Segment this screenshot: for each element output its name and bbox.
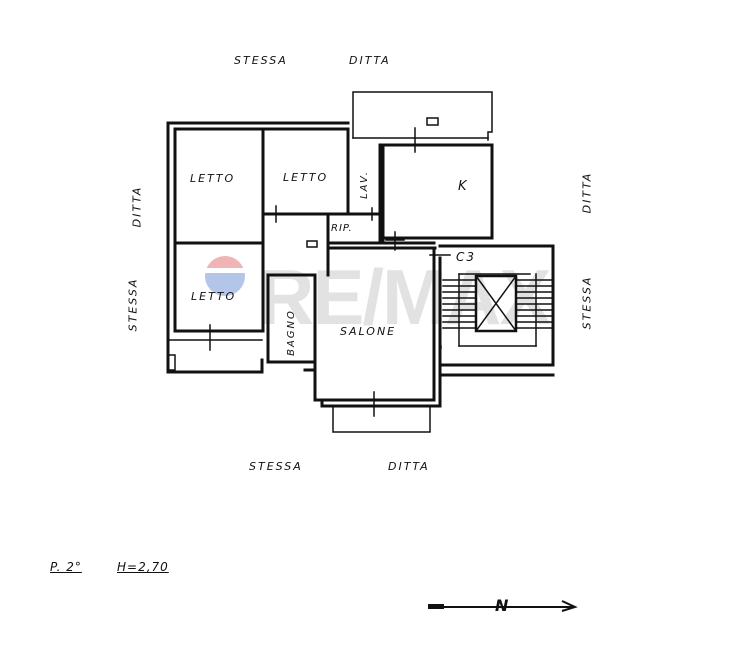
height-label: H=2,70 [117, 560, 169, 574]
room-label-kitchen: K [458, 179, 469, 194]
room-label-c3: C3 [456, 250, 477, 264]
room-label-letto-1: LETTO [190, 172, 236, 185]
room-label-salone: SALONE [340, 325, 397, 338]
room-label-letto-2: LETTO [283, 171, 329, 184]
room-label-letto-3: LETTO [191, 290, 237, 303]
surround-top-stessa: STESSA [234, 54, 288, 67]
watermark-text: RE/MAX [258, 253, 551, 341]
surround-bottom-ditta: DITTA [388, 460, 430, 473]
north-label: N [495, 596, 509, 615]
room-label-rip: RIP. [331, 223, 353, 234]
surround-top-ditta: DITTA [349, 54, 391, 67]
surround-bottom-stessa: STESSA [249, 460, 303, 473]
floor-label: P. 2° [50, 560, 82, 574]
